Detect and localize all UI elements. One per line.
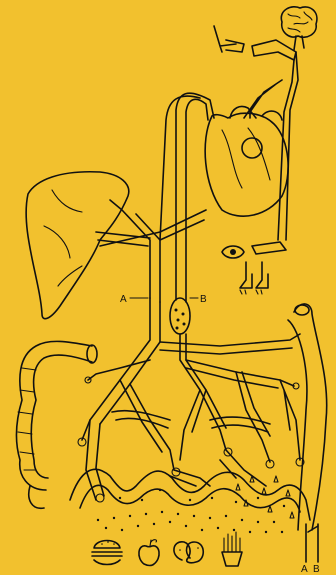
- liver: [26, 172, 129, 319]
- label-b-bottom: B: [313, 564, 320, 575]
- hamburger-icon: [92, 541, 122, 565]
- brain-icon: [281, 7, 317, 50]
- apple-icon: [139, 540, 159, 566]
- heart: [205, 106, 288, 216]
- upper-vessels: [214, 26, 298, 240]
- pretzel-icon: [174, 542, 203, 563]
- large-intestine: [16, 341, 97, 508]
- eye-vessel: [252, 242, 286, 254]
- label-b: B: [200, 294, 207, 305]
- branching-vessels: [78, 298, 304, 502]
- fries-icon: [222, 532, 242, 566]
- label-a-bottom: A: [301, 564, 308, 575]
- intestine-villi: [70, 469, 310, 520]
- label-a: A: [120, 294, 127, 305]
- feet-icon: [240, 262, 268, 294]
- eye-icon: [222, 246, 244, 258]
